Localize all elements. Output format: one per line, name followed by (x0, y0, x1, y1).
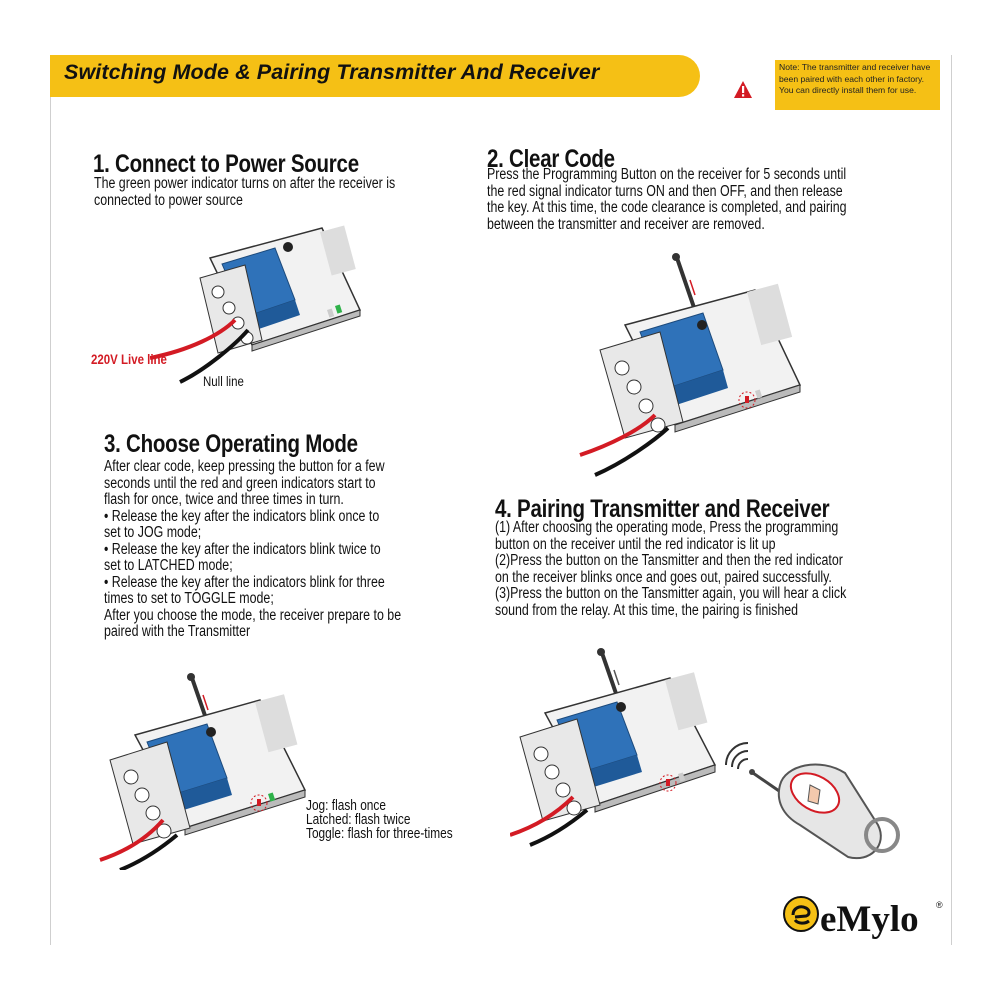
page-frame (50, 55, 952, 945)
receiver-board-clear-code (579, 253, 802, 477)
step4-title: 4. Pairing Transmitter and Receiver (495, 495, 830, 523)
step3-line: • Release the key after the indicators b… (104, 573, 385, 591)
step4-line: on the receiver blinks once and goes out… (495, 568, 832, 586)
step3-line: • Release the key after the indicators b… (104, 540, 381, 558)
step3-line: seconds until the red and green indicato… (104, 474, 376, 492)
step2-text: Press the Programming Button on the rece… (487, 166, 847, 233)
emylo-logo-icon (783, 896, 819, 932)
note-line: You can directly install them for use. (779, 85, 917, 95)
step3-line: set to LATCHED mode; (104, 557, 233, 574)
step1-title: 1. Connect to Power Source (93, 150, 359, 178)
step4-line: (3)Press the button on the Tansmitter ag… (495, 585, 847, 602)
brand-name: eMylo (820, 899, 919, 940)
step3-line: times to set to TOGGLE mode; (104, 590, 274, 607)
step3-text: After clear code, keep pressing the butt… (104, 458, 402, 641)
step4-line: (2)Press the button on the Tansmitter an… (495, 552, 843, 569)
page-title: Switching Mode & Pairing Transmitter And… (64, 60, 600, 84)
header-banner (50, 55, 700, 97)
step2-line: the key. At this time, the code clearanc… (487, 199, 847, 216)
warning-icon (734, 81, 752, 98)
step3-line: flash for once, twice and three times in… (104, 491, 344, 508)
step1-line: connected to power source (94, 191, 243, 209)
step1-line: The green power indicator turns on after… (94, 175, 396, 192)
step4-text: (1) After choosing the operating mode, P… (495, 519, 847, 619)
null-line-label: Null line (203, 373, 244, 389)
factory-note-text: Note: The transmitter and receiver have … (779, 62, 937, 97)
step3-line: • Release the key after the indicators b… (104, 507, 380, 525)
step3-line: set to JOG mode; (104, 524, 202, 541)
flash-line: Latched: flash twice (306, 812, 411, 828)
receiver-board-power (150, 225, 362, 384)
live-line-label: 220V Live line (91, 351, 167, 367)
step2-title: 2. Clear Code (487, 145, 615, 173)
step1-text: The green power indicator turns on after… (94, 175, 396, 209)
receiver-board-mode (99, 673, 307, 870)
step4-line: button on the receiver until the red ind… (495, 535, 776, 553)
factory-note-box (775, 60, 940, 110)
step2-line: between the transmitter and receiver are… (487, 215, 765, 233)
pairing-illustration (510, 648, 900, 860)
step4-line: (1) After choosing the operating mode, P… (495, 519, 839, 536)
step3-line: After you choose the mode, the receiver … (104, 606, 402, 624)
flash-line: Toggle: flash for three-times (306, 826, 453, 842)
step2-line: the red signal indicator turns ON and th… (487, 182, 843, 200)
step3-title: 3. Choose Operating Mode (104, 430, 358, 458)
note-line: been paired with each other in factory. (779, 73, 925, 84)
step2-line: Press the Programming Button on the rece… (487, 166, 847, 183)
flash-legend: Jog: flash once Latched: flash twice Tog… (306, 798, 453, 842)
registered-mark: ® (936, 900, 943, 910)
flash-line: Jog: flash once (306, 798, 386, 814)
step3-line: After clear code, keep pressing the butt… (104, 458, 385, 475)
step3-line: paired with the Transmitter (104, 623, 251, 640)
note-line: Note: The transmitter and receiver have (779, 62, 931, 72)
step4-line: sound from the relay. At this time, the … (495, 601, 799, 619)
